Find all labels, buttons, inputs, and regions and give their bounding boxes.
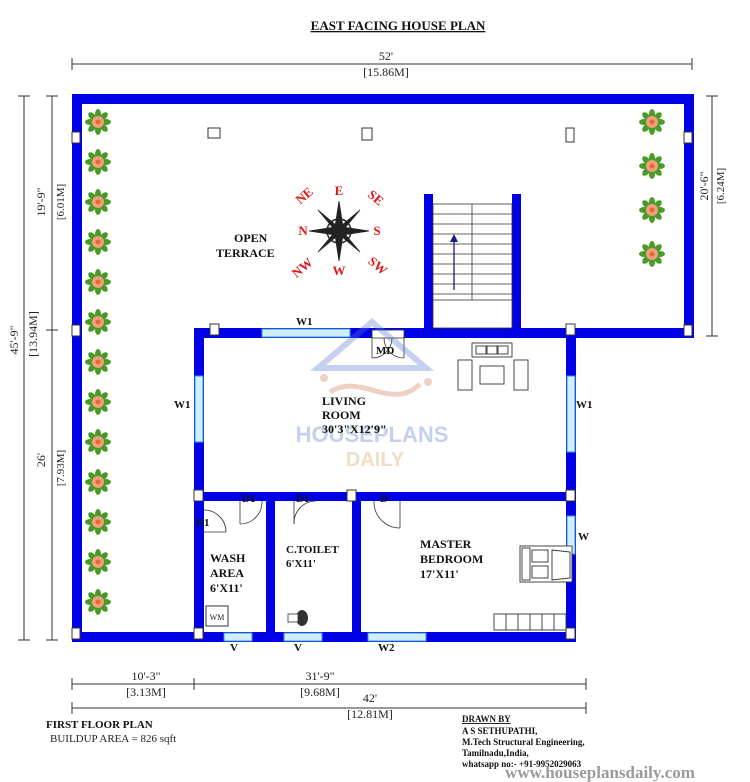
compass-rose: E N S W NE SE NW SW xyxy=(289,183,391,280)
staircase xyxy=(432,203,513,329)
room-labels: OPEN TERRACE LIVING ROOM 30'3"X12'9" WAS… xyxy=(210,231,483,595)
plant-icon xyxy=(639,109,665,135)
drawn-by: DRAWN BY xyxy=(462,714,511,724)
dim-top-width-m: [15.86M] xyxy=(363,65,409,79)
label-w1-top: W1 xyxy=(296,316,313,328)
plant-icon xyxy=(85,429,111,455)
dim-right-upper: 20'-6" xyxy=(697,171,711,200)
label-w-master: W xyxy=(578,531,589,543)
wash-label-1: WASH xyxy=(210,551,246,565)
plant-icon xyxy=(85,309,111,335)
dim-left-lower: 26' xyxy=(34,453,48,467)
plant-icon xyxy=(85,469,111,495)
dim-left-upper: 19'-9" xyxy=(34,187,48,216)
compass-e: E xyxy=(335,183,344,198)
compass-s: S xyxy=(373,223,380,238)
dim-left-lower-m: [7.93M] xyxy=(55,450,67,486)
compass-n: N xyxy=(298,223,308,238)
author-name: A S SETHUPATHI, xyxy=(462,726,537,736)
wardrobe xyxy=(493,613,567,631)
label-md: MD xyxy=(376,345,394,357)
compass-w: W xyxy=(333,263,346,278)
living-label-2: ROOM xyxy=(322,408,361,422)
dim-bottom-mid-m: [9.68M] xyxy=(300,685,340,699)
plant-icon xyxy=(85,509,111,535)
plant-icon xyxy=(85,149,111,175)
author-qualification: M.Tech Structural Engineering, xyxy=(462,737,585,747)
master-label-1: MASTER xyxy=(420,537,472,551)
toilet-size: 6'X11' xyxy=(286,558,316,570)
plan-title: EAST FACING HOUSE PLAN xyxy=(311,18,486,33)
plants-right xyxy=(639,109,665,267)
label-v-left: V xyxy=(230,642,238,654)
plan-name: FIRST FLOOR PLAN xyxy=(46,719,153,731)
sofa-set xyxy=(457,342,529,391)
doors xyxy=(203,329,405,533)
compass-se: SE xyxy=(365,187,387,209)
compass-ne: NE xyxy=(292,184,315,207)
label-d1-toilet: D1 xyxy=(296,493,309,505)
washing-machine: WM xyxy=(205,605,229,627)
bottom-dimensions: 10'-3" [3.13M] 31'-9" [9.68M] 42' [12.81… xyxy=(71,669,587,721)
dim-bottom-total: 42' xyxy=(363,691,377,705)
buildup-area: BUILDUP AREA = 826 sqft xyxy=(50,733,176,745)
terrace-label-2: TERRACE xyxy=(216,246,275,260)
watermark-line2: DAILY xyxy=(346,449,405,471)
plant-icon xyxy=(85,389,111,415)
plant-icon xyxy=(85,549,111,575)
master-size: 17'X11' xyxy=(420,567,459,581)
toilet-label: C.TOILET xyxy=(286,544,339,556)
dim-left-total-m: [13.94M] xyxy=(26,311,40,357)
windows xyxy=(194,328,576,642)
right-dimension: 20'-6" [6.24M] xyxy=(697,95,727,337)
label-w1-right: W1 xyxy=(576,399,593,411)
plant-icon xyxy=(85,109,111,135)
plant-icon xyxy=(639,197,665,223)
left-dimensions: 45'-9" [13.94M] 19'-9" [6.01M] 26' [7.93… xyxy=(7,95,67,641)
compass-nw: NW xyxy=(289,255,316,281)
plant-icon xyxy=(85,269,111,295)
opening-labels: W1 W1 W1 MD D1 D1 D1 D W V V W2 xyxy=(174,316,593,654)
label-v-mid: V xyxy=(294,642,302,654)
columns xyxy=(71,127,693,640)
plant-icon xyxy=(85,589,111,615)
dim-bottom-total-m: [12.81M] xyxy=(347,707,393,721)
dim-right-upper-m: [6.24M] xyxy=(715,168,727,204)
dim-bottom-left: 10'-3" xyxy=(131,669,160,683)
plant-icon xyxy=(639,153,665,179)
watermark-line1: HOUSEPLANS xyxy=(296,422,449,447)
footer: FIRST FLOOR PLAN BUILDUP AREA = 826 sqft… xyxy=(46,714,695,782)
bed xyxy=(519,545,573,583)
dim-left-upper-m: [6.01M] xyxy=(55,184,67,220)
label-d1-side: D1 xyxy=(196,517,209,529)
label-w1-left: W1 xyxy=(174,399,191,411)
website-watermark: www.houseplansdaily.com xyxy=(505,763,695,782)
wash-size: 6'X11' xyxy=(210,581,243,595)
watermark-logo: HOUSEPLANS DAILY xyxy=(296,318,449,471)
dim-bottom-mid: 31'-9" xyxy=(305,669,334,683)
label-d-master: D xyxy=(380,493,388,505)
living-label-1: LIVING xyxy=(322,394,366,408)
wash-label-2: AREA xyxy=(210,566,244,580)
top-dimension: 52' [15.86M] xyxy=(71,49,693,79)
toilet-fixture xyxy=(287,610,308,626)
dim-bottom-left-m: [3.13M] xyxy=(126,685,166,699)
plant-icon xyxy=(85,349,111,375)
plant-icon xyxy=(85,189,111,215)
living-size: 30'3"X12'9" xyxy=(322,422,387,436)
terrace-label-1: OPEN xyxy=(234,231,268,245)
label-d1-wash: D1 xyxy=(242,493,255,505)
dim-top-width: 52' xyxy=(379,49,393,63)
master-label-2: BEDROOM xyxy=(420,552,483,566)
author-location: Tamilnadu,India, xyxy=(462,748,529,758)
compass-sw: SW xyxy=(365,253,390,277)
author-whatsapp: whatsapp no:- +91-9952029063 xyxy=(462,759,582,769)
plant-icon xyxy=(639,241,665,267)
dim-left-total: 45'-9" xyxy=(7,325,21,354)
plant-icon xyxy=(85,229,111,255)
label-w2: W2 xyxy=(378,642,395,654)
plants-left xyxy=(85,109,111,615)
wm-label: WM xyxy=(210,613,225,622)
